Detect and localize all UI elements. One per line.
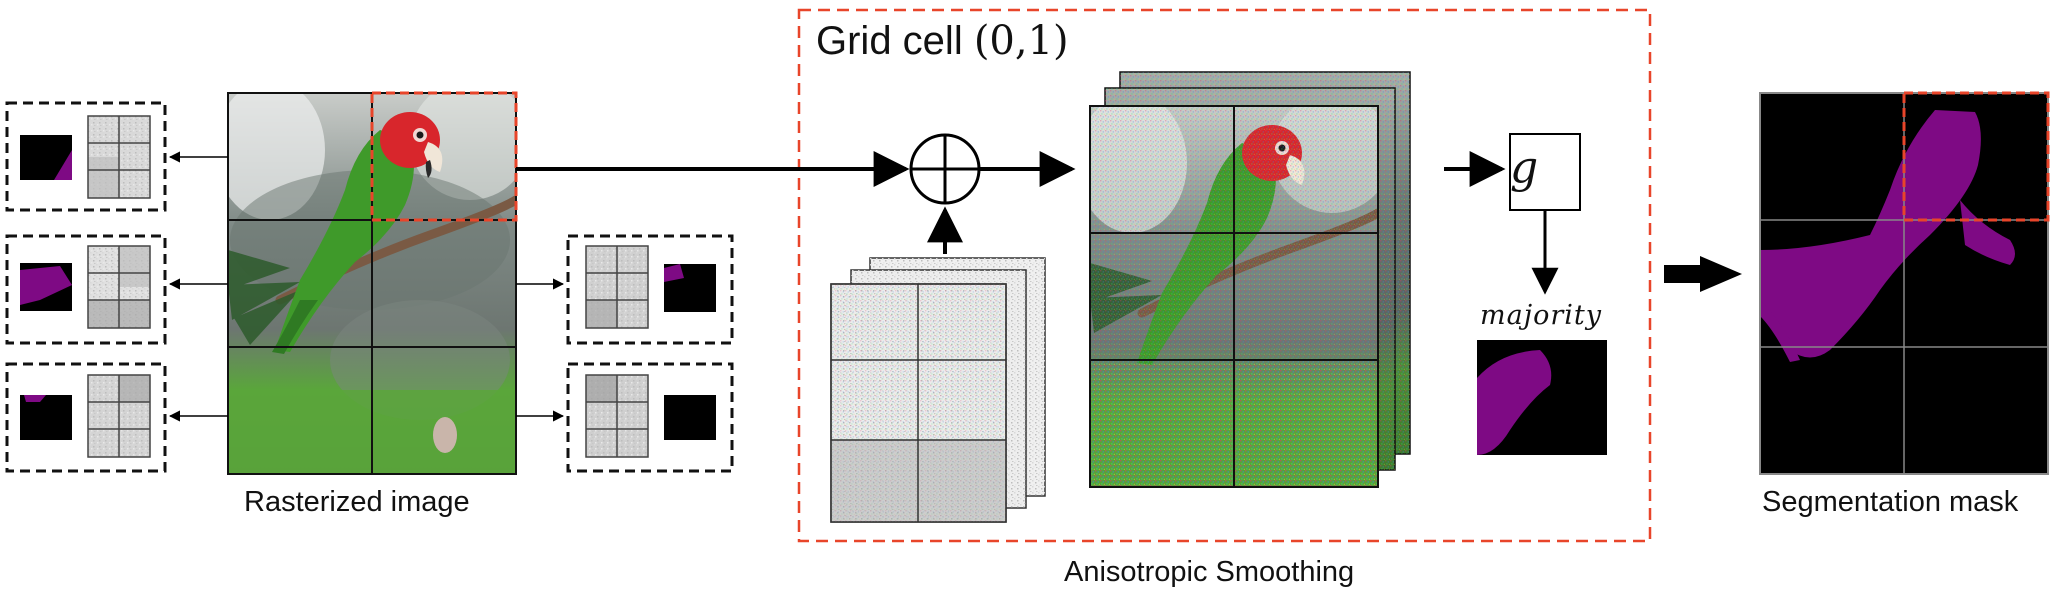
noise-stack: [830, 257, 1046, 523]
function-g-label: g: [1510, 142, 1539, 193]
grid-cell-prefix: Grid cell: [816, 19, 974, 63]
segmentation-mask-label: Segmentation mask: [1762, 486, 2019, 518]
majority-mask-cell: [1477, 340, 1607, 455]
grid-cell-coord: (0,1): [973, 18, 1069, 64]
function-g-box: [1509, 133, 1581, 211]
cell-box-left-3: [5, 362, 167, 473]
majority-label: majority: [1480, 300, 1602, 331]
rasterized-image: [227, 91, 518, 475]
grid-cell-frame: [797, 8, 1652, 543]
highlighted-grid-cell: [1902, 91, 2050, 222]
cell-box-left-2: [5, 234, 167, 345]
circled-plus-icon: [909, 133, 981, 205]
cell-box-right-2: [566, 362, 734, 473]
segmentation-mask: [1759, 91, 2050, 475]
arrow-right-icon: [1664, 256, 1742, 292]
highlighted-grid-cell: [370, 91, 518, 222]
left-cell-boxes: [5, 101, 228, 473]
noisy-image-stack: [1089, 71, 1411, 488]
anisotropic-smoothing-label: Anisotropic Smoothing: [1064, 556, 1355, 588]
cell-box-left-1: [5, 101, 167, 212]
rasterized-image-label: Rasterized image: [244, 486, 470, 518]
cell-box-right-1: [566, 234, 734, 345]
right-cell-boxes: [516, 234, 734, 473]
grid-cell-title: Grid cell (0,1): [816, 18, 1069, 64]
